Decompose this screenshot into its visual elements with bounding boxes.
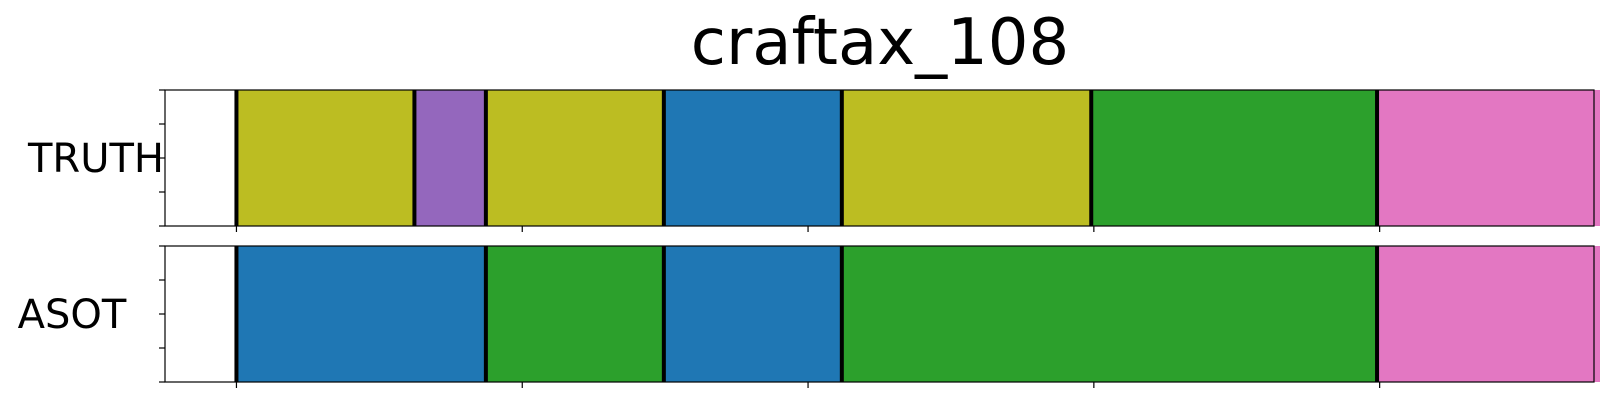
row-label: TRUTH <box>27 136 164 182</box>
row-label: ASOT <box>18 292 127 338</box>
segment-truth-3 <box>663 90 842 226</box>
segment-truth-1 <box>414 90 486 226</box>
rows-layer: TRUTH ASOT <box>18 89 1600 388</box>
segment-truth-4 <box>841 90 1092 226</box>
chart-title: craftax_108 <box>691 6 1069 80</box>
segment-asot-3 <box>841 246 1378 382</box>
segment-truth-6 <box>1377 90 1600 226</box>
segment-truth-2 <box>485 90 664 226</box>
segment-truth-0 <box>236 90 415 226</box>
row-truth: TRUTH <box>27 89 1600 232</box>
segment-asot-0 <box>236 246 486 382</box>
segment-asot-1 <box>485 246 664 382</box>
segment-asot-4 <box>1377 246 1600 382</box>
row-asot: ASOT <box>18 245 1600 388</box>
segment-asot-2 <box>663 246 842 382</box>
segment-truth-5 <box>1091 90 1378 226</box>
